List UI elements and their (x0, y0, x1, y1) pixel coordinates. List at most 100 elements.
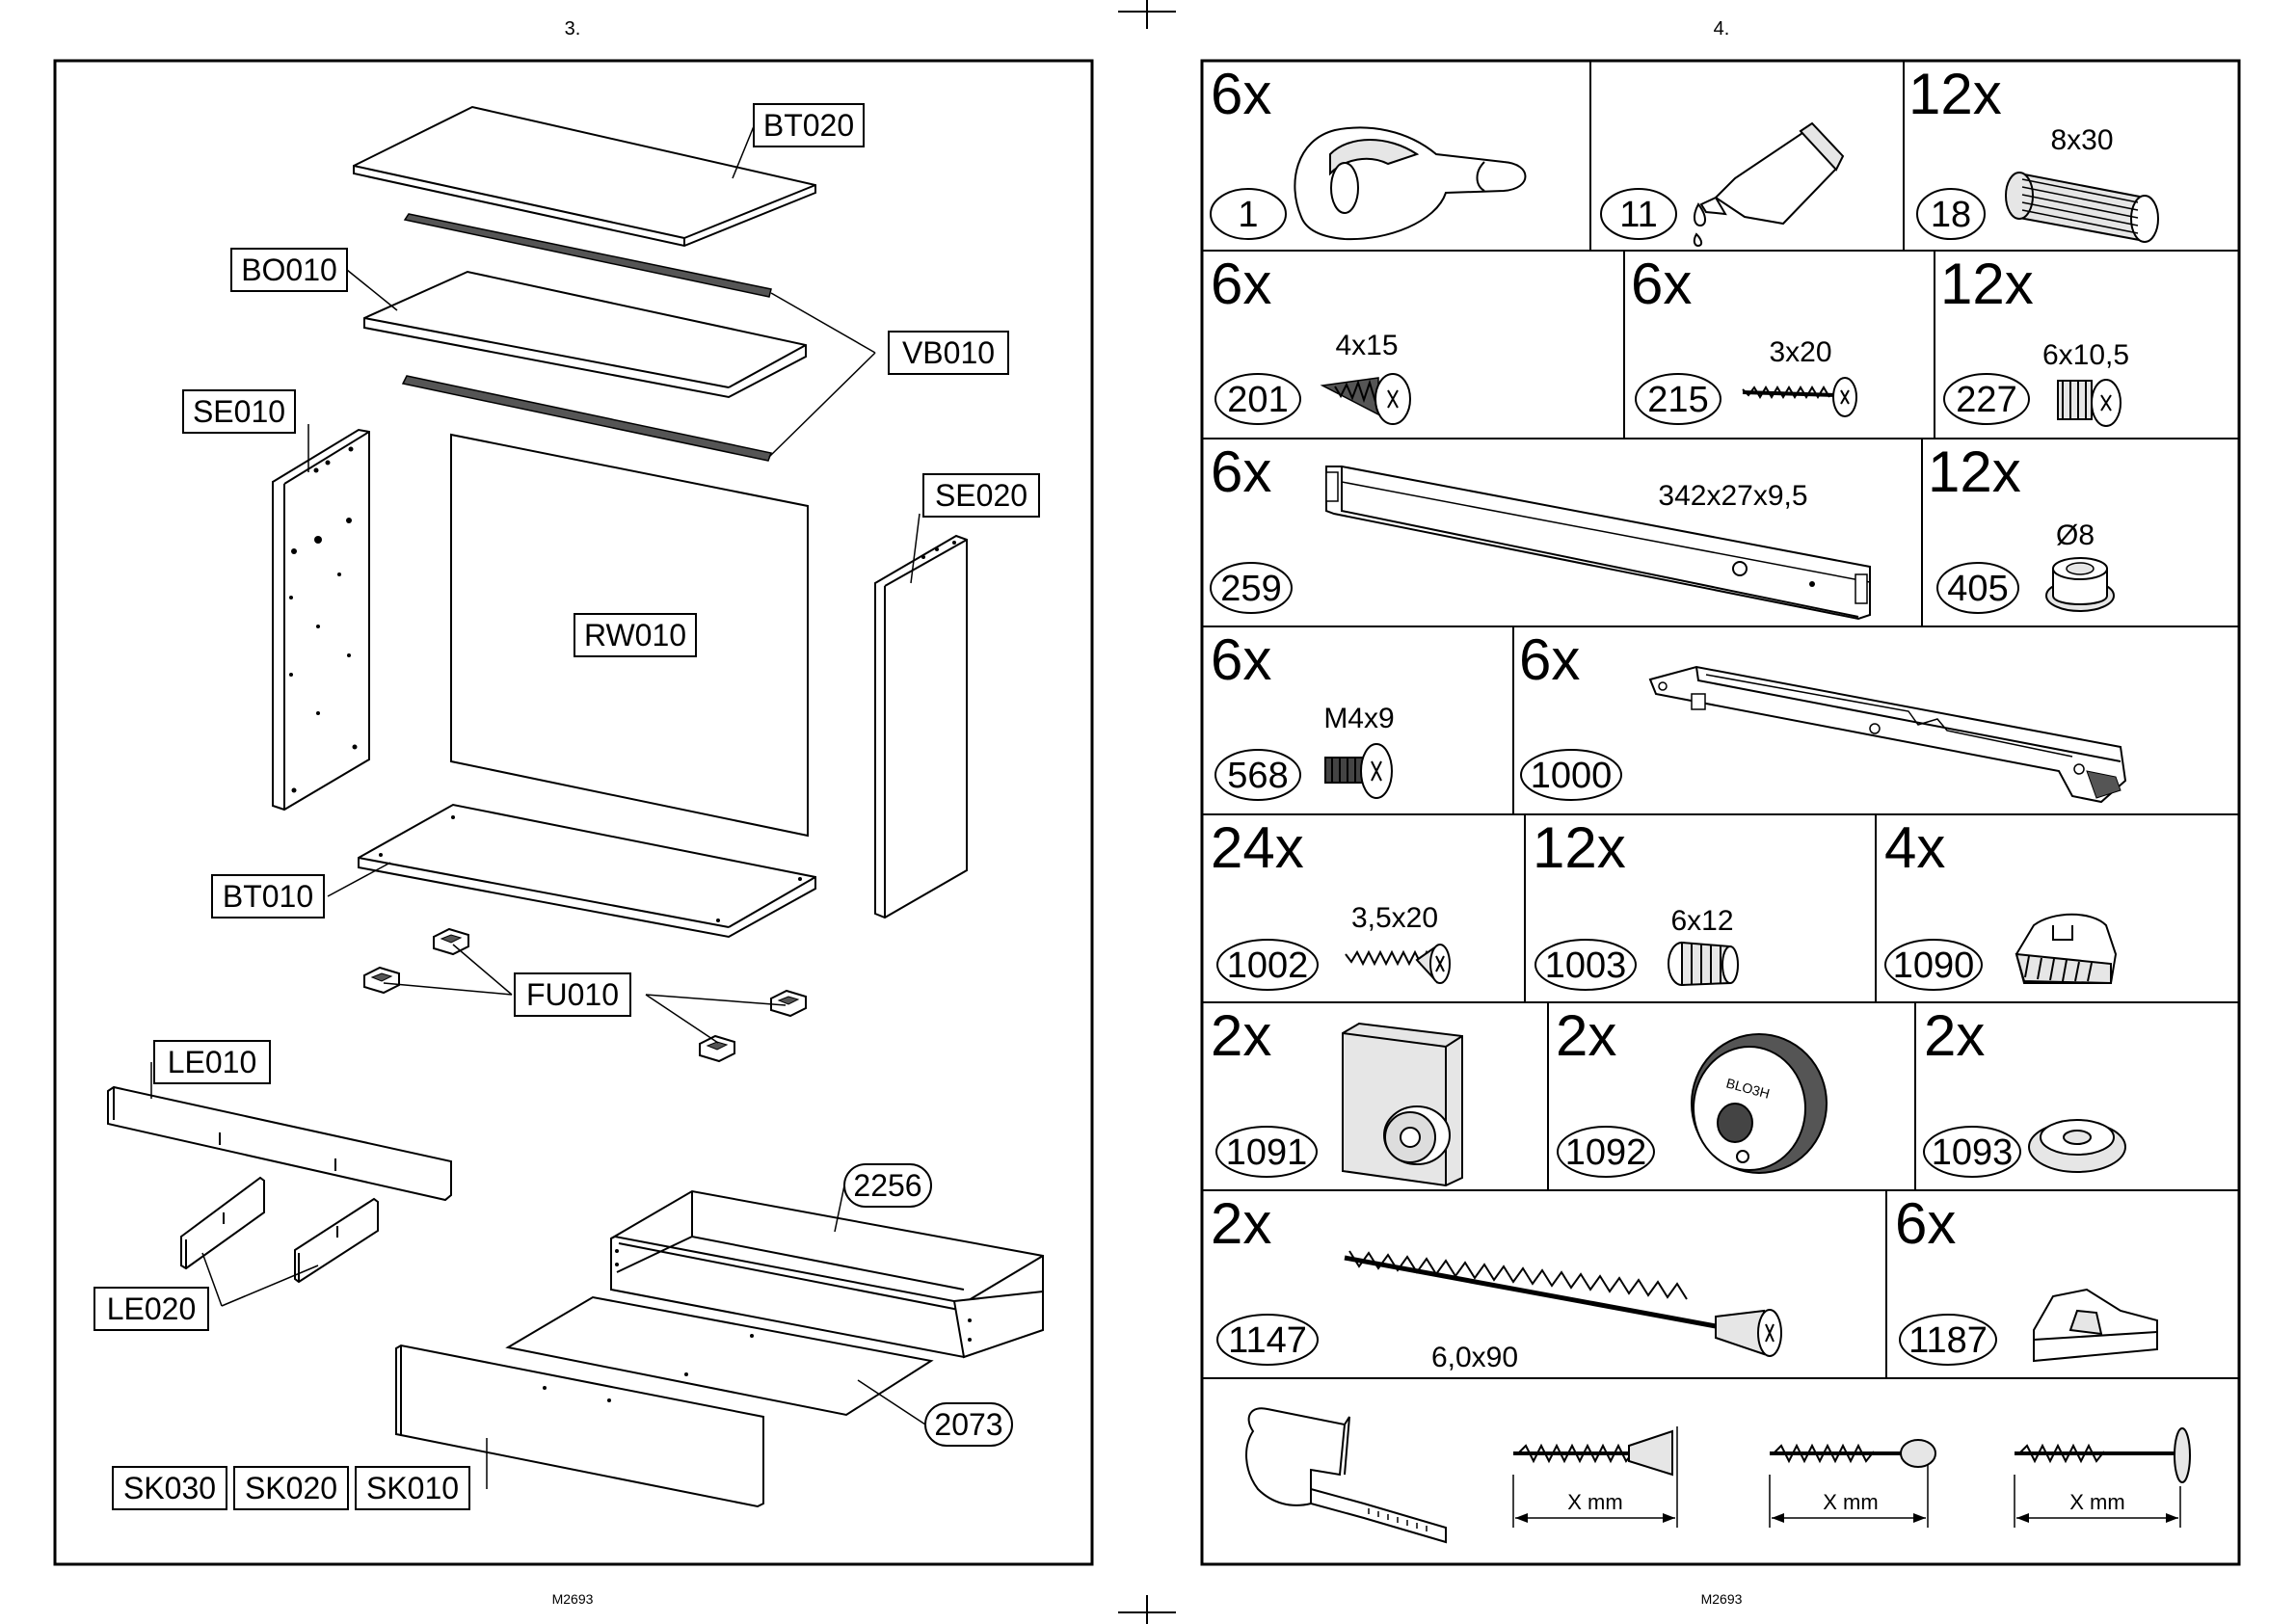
svg-text:1090: 1090 (1893, 945, 1975, 986)
tape-measure-icon (1245, 1407, 1447, 1544)
svg-text:2x: 2x (1924, 1003, 1985, 1068)
svg-text:259: 259 (1220, 569, 1281, 609)
label-RW010: RW010 (574, 613, 697, 657)
svg-text:6x: 6x (1211, 252, 1271, 316)
part-shelf (363, 270, 807, 399)
hw-cell-18: 12x 8x30 18 (1908, 62, 2159, 243)
svg-text:1003: 1003 (1545, 945, 1627, 986)
svg-text:12x: 12x (1533, 815, 1626, 880)
connector-sleeve-icon (2045, 557, 2115, 612)
svg-text:1091: 1091 (1226, 1132, 1308, 1173)
part-drawer-bottom (505, 1295, 934, 1417)
svg-text:X mm: X mm (2069, 1490, 2124, 1514)
hw-cell-1090: 4x 1090 (1884, 815, 2118, 991)
svg-text:BT010: BT010 (223, 879, 313, 914)
part-bottom-panel (358, 803, 816, 939)
svg-text:201: 201 (1227, 380, 1288, 420)
label-BO010: BO010 (230, 248, 348, 292)
label-2256: 2256 (843, 1163, 932, 1208)
hw-cell-259: 6x 342x27x9,5 259 (1210, 439, 1871, 621)
svg-text:24x: 24x (1211, 815, 1304, 880)
svg-text:2073: 2073 (934, 1407, 1002, 1442)
measure-row: X mm X mm X (1245, 1407, 2191, 1544)
label-BT010: BT010 (211, 874, 325, 918)
svg-text:12x: 12x (1928, 439, 2021, 504)
screw-icon (1320, 373, 1411, 425)
hw-cell-1: 6x 1 (1210, 62, 1527, 241)
svg-text:1000: 1000 (1531, 756, 1613, 796)
svg-text:227: 227 (1956, 380, 2016, 420)
svg-text:1092: 1092 (1565, 1132, 1647, 1173)
part-rail-upper (403, 213, 772, 298)
crop-marks (1118, 0, 1176, 1624)
svg-text:18: 18 (1931, 195, 1971, 235)
label-LE020: LE020 (93, 1287, 209, 1331)
svg-text:6x10,5: 6x10,5 (2042, 339, 2129, 371)
svg-text:11: 11 (1619, 195, 1657, 235)
label-SK010: SK010 (355, 1466, 470, 1510)
euro-screw-icon (2057, 379, 2122, 427)
svg-text:SK030: SK030 (123, 1471, 216, 1505)
svg-text:8x30: 8x30 (2050, 124, 2113, 156)
svg-text:2x: 2x (1211, 1191, 1271, 1256)
wooden-dowel-icon (2005, 172, 2159, 243)
part-plinth-sides (180, 1176, 379, 1284)
threaded-insert-icon (1668, 941, 1739, 987)
part-plinth-front (107, 1085, 452, 1202)
svg-text:1147: 1147 (1228, 1320, 1307, 1361)
svg-text:VB010: VB010 (902, 335, 995, 370)
hw-cell-1147: 2x 1147 6,0x90 (1211, 1191, 1782, 1373)
label-SK020: SK020 (233, 1466, 349, 1510)
svg-text:2x: 2x (1211, 1003, 1271, 1068)
part-rail-lower (401, 375, 773, 462)
svg-text:6x: 6x (1211, 439, 1271, 504)
right-page-number: 4. (1714, 18, 1730, 40)
part-drawer-front (395, 1344, 764, 1508)
hw-cell-1003: 12x 6x12 1003 (1533, 815, 1739, 991)
label-2073: 2073 (924, 1402, 1013, 1447)
label-VB010: VB010 (888, 331, 1009, 375)
svg-text:6x: 6x (1895, 1191, 1956, 1256)
label-SE010: SE010 (182, 389, 296, 434)
part-left-side (272, 428, 370, 812)
svg-text:SE020: SE020 (935, 478, 1027, 513)
svg-text:Ø8: Ø8 (2056, 519, 2095, 551)
hw-cell-1000: 6x 1000 (1519, 627, 2127, 804)
svg-text:405: 405 (1947, 569, 2008, 609)
svg-text:4x: 4x (1884, 815, 1945, 880)
svg-text:FU010: FU010 (526, 977, 619, 1012)
hw-cell-405: 12x Ø8 405 (1928, 439, 2115, 614)
hw-cell-568: 6x M4x9 568 (1211, 627, 1395, 801)
cam-lock-icon (1294, 126, 1527, 241)
part-drawer-box (610, 1189, 1044, 1359)
screw-icon (1345, 944, 1451, 984)
left-page-number: 3. (565, 18, 581, 40)
svg-text:BT020: BT020 (763, 108, 854, 143)
svg-text:2x: 2x (1556, 1003, 1616, 1068)
machine-screw-icon (1324, 743, 1393, 799)
part-feet (363, 927, 807, 1063)
leader-lines (150, 125, 926, 1489)
label-BT020: BT020 (753, 103, 865, 147)
screw-measure-1: X mm (1512, 1426, 1678, 1528)
exploded-view-panel: BT020 BO010 VB010 SE010 SE020 RW010 (53, 59, 1094, 1566)
svg-text:4x15: 4x15 (1335, 330, 1398, 361)
hw-cell-1092: 2x 1092 BLO3H (1556, 1003, 1828, 1178)
label-SE020: SE020 (922, 473, 1040, 518)
screw-icon (1742, 377, 1857, 417)
hw-cell-227: 12x 6x10,5 227 (1940, 252, 2129, 427)
svg-text:6,0x90: 6,0x90 (1431, 1342, 1518, 1373)
svg-text:1: 1 (1238, 195, 1258, 235)
hw-cell-11: 11 (1600, 121, 1845, 248)
svg-text:M4x9: M4x9 (1323, 703, 1394, 734)
hardware-panel: 6x 1 11 12x 8x30 18 (1200, 59, 2241, 1566)
hw-cell-1093: 2x 1093 (1923, 1003, 2126, 1178)
svg-text:2256: 2256 (853, 1168, 921, 1203)
svg-text:12x: 12x (1940, 252, 2034, 316)
part-right-side (874, 534, 968, 919)
svg-text:215: 215 (1647, 380, 1708, 420)
drawer-runner-icon (1648, 665, 2127, 804)
long-screw-icon (1344, 1250, 1782, 1357)
svg-text:6x: 6x (1631, 252, 1692, 316)
